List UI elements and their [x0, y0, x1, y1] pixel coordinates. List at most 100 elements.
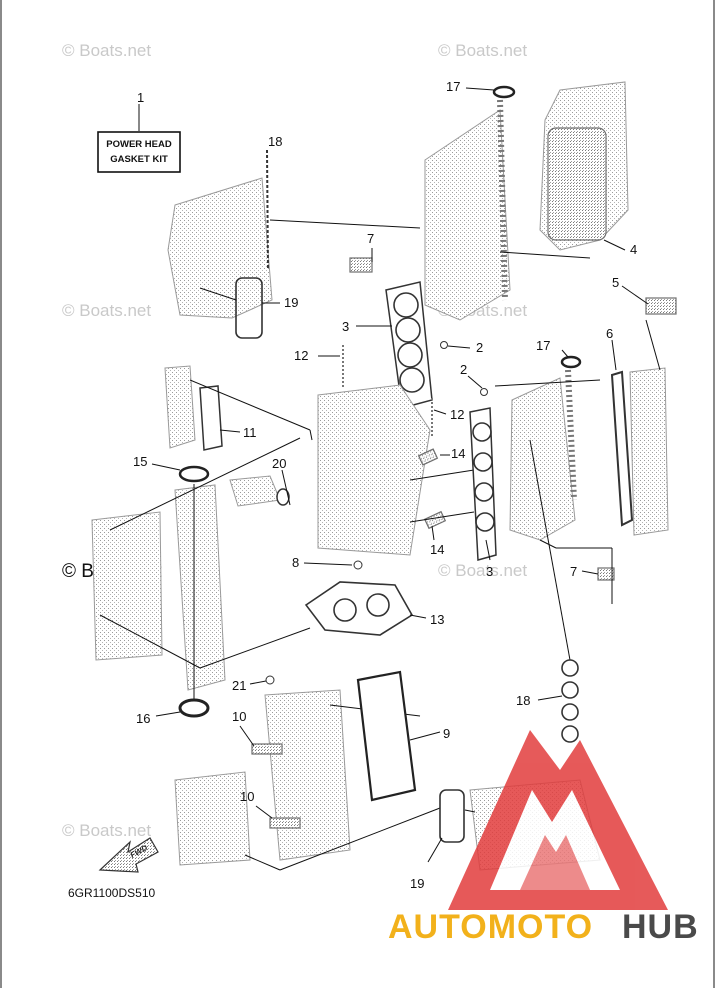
part-17-seal-lower	[560, 349, 582, 369]
leader-line	[621, 285, 649, 305]
kit-label-line2: GASKET KIT	[110, 154, 168, 165]
leader-line	[485, 539, 491, 561]
fwd-arrow-icon: FWD	[98, 837, 159, 873]
leader-line	[239, 725, 255, 747]
leader-line	[427, 837, 443, 863]
callout-8: 8	[292, 555, 299, 570]
bore-ring	[474, 482, 494, 502]
callout-6: 6	[606, 326, 613, 341]
leader-line	[199, 627, 311, 669]
part-1-kit-label: POWER HEAD GASKET KIT	[97, 104, 181, 173]
leader-line	[409, 614, 427, 619]
screen	[423, 510, 447, 530]
part-17-seal-top	[465, 85, 516, 99]
callout-9: 9	[443, 726, 450, 741]
camshaft	[565, 369, 577, 501]
oil-seal	[178, 465, 210, 483]
leader-line	[645, 319, 661, 371]
gasket-outline	[356, 670, 417, 802]
leader-line	[537, 695, 563, 701]
bore-ring	[473, 452, 493, 472]
watermark-text: © Boats.net	[62, 821, 151, 840]
leader-line	[244, 854, 281, 871]
leader-line	[269, 219, 421, 229]
fwd-arrow-shape	[98, 837, 159, 873]
watermark-text: © Boats.net	[62, 301, 151, 320]
leader-line	[303, 562, 353, 566]
gasket	[269, 817, 301, 829]
callout-17: 17	[446, 79, 460, 94]
logo-text-left: AUTOMOTO	[388, 908, 593, 946]
bore-ring	[366, 593, 390, 617]
part-19-small-gasket	[199, 277, 280, 339]
callout-11: 11	[243, 425, 257, 440]
cylinder-head-upper	[424, 99, 511, 321]
bore-ring	[395, 317, 421, 343]
callout-labels: 1 18 17 4 7 19 5 3 2 12 17 6 2 12 11 15 …	[133, 79, 637, 891]
callout-3: 3	[486, 564, 493, 579]
callout-12: 12	[294, 348, 308, 363]
part-18-gasket-lower	[529, 439, 579, 743]
part-21-pin	[249, 675, 275, 685]
cylinder-block	[309, 384, 431, 556]
leader-line	[447, 345, 471, 349]
callout-14: 14	[430, 542, 444, 557]
leader-line	[249, 680, 267, 685]
callout-10: 10	[240, 789, 254, 804]
leader-line	[611, 339, 617, 371]
dowel-pin	[480, 388, 488, 396]
callout-18: 18	[516, 693, 530, 708]
callout-10: 10	[232, 709, 246, 724]
part-11-side-cover	[164, 365, 311, 451]
callout-2: 2	[476, 340, 483, 355]
leader-line	[409, 469, 475, 481]
crankshaft	[91, 437, 311, 700]
leader-line	[409, 511, 475, 523]
automotohub-logo: AUTOMOTO HUB	[388, 730, 698, 946]
part-18-gasket-top	[266, 149, 269, 271]
part-9-gasket	[356, 670, 441, 802]
fitting	[349, 257, 373, 273]
callout-16: 16	[136, 711, 150, 726]
part-8-pin	[303, 560, 363, 570]
ring	[561, 703, 579, 721]
leader-line	[561, 349, 569, 358]
watermark-text: © Boats.net	[438, 41, 527, 60]
gasket-outline	[610, 370, 634, 527]
part-3-head-gasket-lower	[469, 407, 497, 561]
thermostat-housing	[229, 475, 281, 507]
callout-13: 13	[430, 612, 444, 627]
bore-ring	[393, 292, 419, 318]
part-20-fitting	[229, 469, 291, 507]
callout-15: 15	[133, 454, 147, 469]
oil-seal	[560, 355, 582, 369]
leader-line	[433, 409, 447, 415]
fitting	[645, 297, 677, 315]
part-6-gasket	[610, 339, 634, 527]
part-2-pins	[440, 341, 488, 396]
crankcase-body	[264, 689, 351, 861]
bore-ring	[399, 367, 425, 393]
gasket-outline	[304, 581, 414, 636]
leader-line	[279, 807, 441, 871]
leader-line	[529, 439, 571, 661]
callout-20: 20	[272, 456, 286, 471]
gasket-outline	[469, 407, 497, 561]
callout-1: 1	[137, 90, 144, 105]
cylinder-head	[509, 377, 576, 541]
leader-line	[539, 539, 557, 549]
callout-2: 2	[460, 362, 467, 377]
logo-triangle-core	[520, 835, 590, 890]
callout-14: 14	[451, 446, 465, 461]
leader-line	[309, 429, 313, 441]
leader-line	[494, 379, 601, 387]
leader-line	[431, 525, 435, 541]
leader-line	[581, 570, 599, 575]
exhaust-cover	[167, 177, 273, 319]
logo-triangle-inner	[490, 790, 620, 890]
drawing-code: 6GR1100DS510	[68, 886, 155, 900]
bore-ring	[333, 598, 357, 622]
callout-5: 5	[612, 275, 619, 290]
o-ring	[276, 488, 290, 506]
